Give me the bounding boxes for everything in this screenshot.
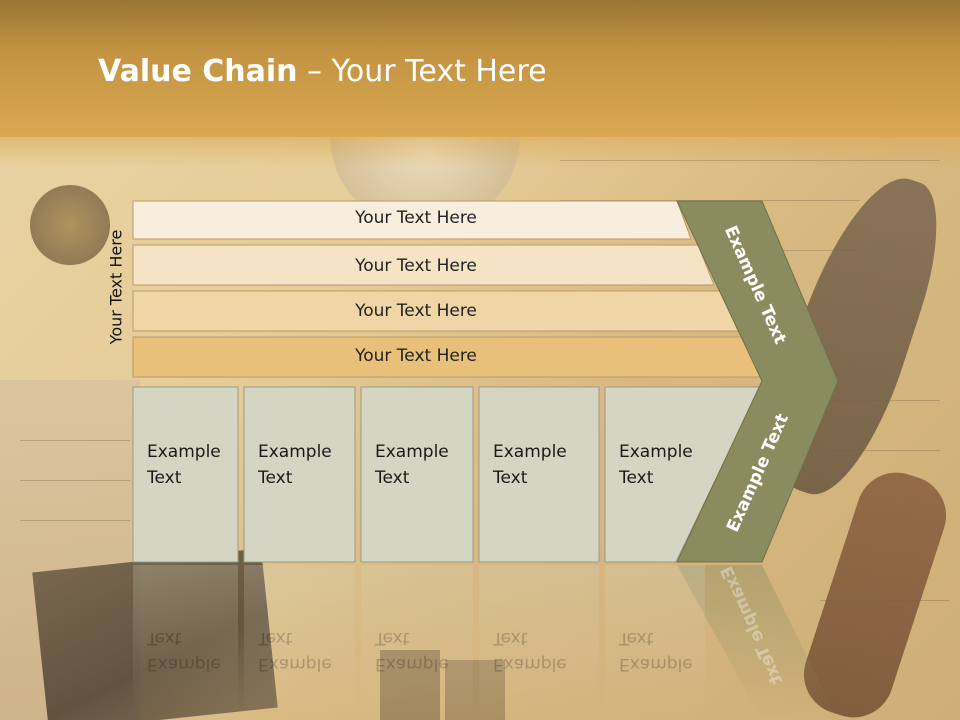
box-reflection-4: Example Text bbox=[479, 565, 599, 720]
box-label-4: Example Text bbox=[493, 442, 567, 488]
box-3: Example Text bbox=[361, 387, 473, 562]
slide-title: Value Chain – Your Text Here bbox=[98, 54, 547, 89]
box-shape-5 bbox=[604, 386, 761, 563]
box-reflection-label-5: Example Text bbox=[619, 628, 693, 674]
box-reflection-label-3: Example Text bbox=[375, 628, 449, 674]
bg-script-line bbox=[740, 250, 860, 251]
slide-title-bold: Value Chain bbox=[98, 54, 298, 89]
slide-title-rest: – Your Text Here bbox=[297, 54, 547, 89]
bg-script-line bbox=[20, 480, 130, 481]
bg-script-line bbox=[820, 600, 950, 601]
box-reflection-3: Example Text bbox=[361, 565, 473, 720]
bg-stamp bbox=[445, 660, 505, 720]
bg-script-line bbox=[20, 440, 130, 441]
box-label-1: Example Text bbox=[147, 442, 221, 488]
box-1: Example Text bbox=[133, 387, 238, 562]
box-shape-3 bbox=[360, 386, 474, 563]
bg-script-line bbox=[820, 450, 940, 451]
bar-shape-2 bbox=[132, 244, 715, 286]
box-shape-2 bbox=[243, 386, 356, 563]
bar-label-2: Your Text Here bbox=[355, 256, 477, 276]
bar-shape-1 bbox=[132, 200, 692, 240]
box-reflection-2: Example Text bbox=[244, 565, 355, 720]
box-label-3: Example Text bbox=[375, 442, 449, 488]
box-4: Example Text bbox=[479, 387, 599, 562]
title-banner-fade bbox=[0, 137, 960, 167]
box-reflection-label-1: Example Text bbox=[147, 628, 221, 674]
bg-stamp bbox=[380, 650, 440, 720]
box-shape-1 bbox=[132, 386, 239, 563]
box-reflection-1: Example Text bbox=[133, 565, 238, 720]
bg-script-line bbox=[820, 400, 940, 401]
box-shape-4 bbox=[478, 386, 600, 563]
bg-script-line bbox=[20, 520, 130, 521]
bar-label-1: Your Text Here bbox=[355, 208, 477, 228]
chevron-reflection bbox=[677, 565, 838, 720]
box-reflection-label-4: Example Text bbox=[493, 628, 567, 674]
box-reflection-label-2: Example Text bbox=[258, 628, 332, 674]
box-label-2: Example Text bbox=[258, 442, 332, 488]
bar-label-3: Your Text Here bbox=[355, 301, 477, 321]
bar-label-4: Your Text Here bbox=[355, 346, 477, 366]
box-5: Example Text bbox=[605, 387, 705, 562]
chevron-arrow bbox=[676, 200, 839, 563]
title-banner bbox=[0, 0, 960, 137]
box-label-5: Example Text bbox=[619, 442, 693, 488]
box-reflection-5: Example Text bbox=[605, 565, 705, 720]
box-2: Example Text bbox=[244, 387, 355, 562]
brass-ornament-image bbox=[30, 185, 110, 265]
